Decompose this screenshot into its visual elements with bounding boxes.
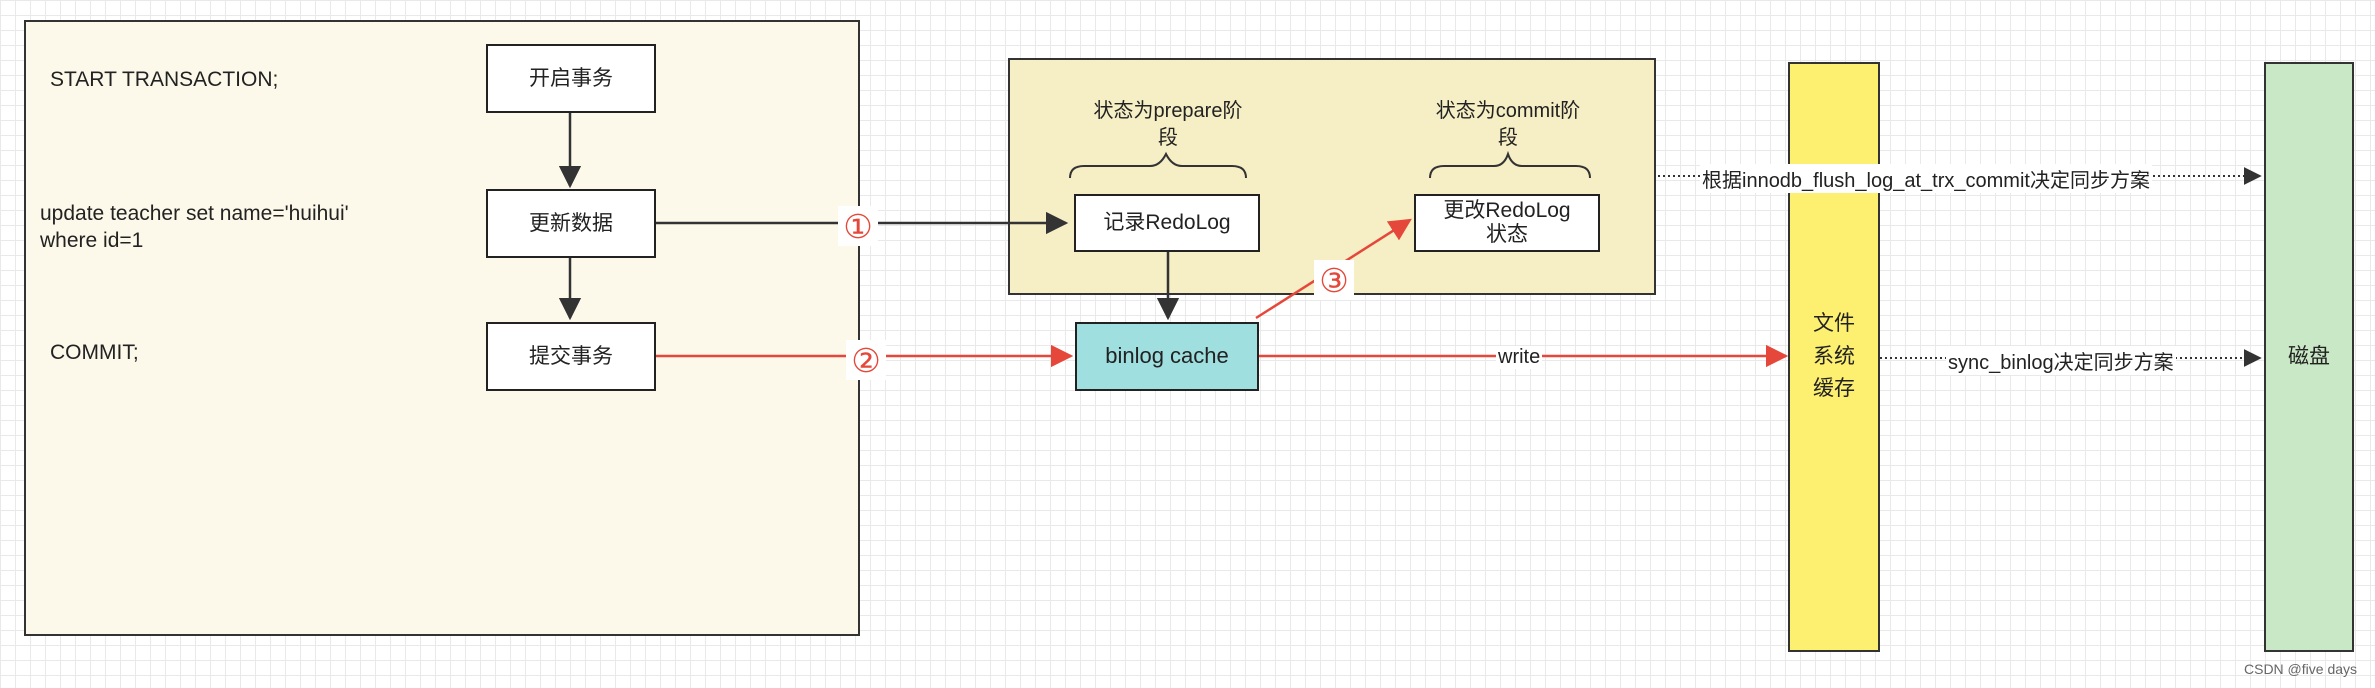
step-2-marker: ②	[846, 340, 886, 380]
commit-state-label: 状态为commit阶 段	[1400, 98, 1616, 152]
commit-brace	[1429, 150, 1591, 179]
disk-node: 磁盘	[2264, 62, 2354, 652]
binlog-cache-node: binlog cache	[1075, 322, 1259, 391]
step-1-marker: ①	[838, 206, 878, 246]
watermark: CSDN @five days	[2244, 661, 2358, 677]
update-data-node: 更新数据	[486, 189, 656, 258]
record-redolog-node: 记录RedoLog	[1074, 194, 1260, 252]
change-redolog-state-node: 更改RedoLog 状态	[1414, 194, 1600, 252]
prepare-state-line2: 段	[1158, 127, 1178, 149]
sql-group-container	[24, 20, 860, 636]
sql-update-statement: update teacher set name='huihui' where i…	[40, 200, 430, 255]
prepare-brace	[1069, 151, 1247, 179]
sql-commit: COMMIT;	[50, 341, 139, 364]
step-3-marker: ③	[1314, 260, 1354, 300]
file-cache-line2: 系统	[1813, 344, 1855, 368]
prepare-state-line1: 状态为prepare阶	[1093, 100, 1243, 122]
sql-update-line1: update teacher set name='huihui'	[40, 202, 349, 225]
write-label: write	[1496, 346, 1543, 369]
commit-state-line1: 状态为commit阶	[1435, 100, 1581, 122]
change-redolog-line2: 状态	[1486, 223, 1528, 246]
file-cache-line1: 文件	[1813, 312, 1855, 336]
begin-transaction-node: 开启事务	[486, 44, 656, 113]
change-redolog-line1: 更改RedoLog	[1443, 198, 1571, 222]
prepare-state-label: 状态为prepare阶 段	[1060, 98, 1276, 152]
sql-update-line2: where id=1	[40, 229, 144, 253]
redo-sync-strategy-label: 根据innodb_flush_log_at_trx_commit决定同步方案	[1700, 164, 2152, 193]
sql-start-transaction: START TRANSACTION;	[50, 68, 279, 91]
commit-state-line2: 段	[1498, 127, 1518, 149]
file-system-cache-node: 文件 系统 缓存	[1788, 62, 1880, 652]
commit-transaction-node: 提交事务	[486, 322, 656, 391]
binlog-sync-strategy-label: sync_binlog决定同步方案	[1946, 346, 2176, 375]
redolog-group-container	[1008, 58, 1656, 295]
file-cache-line3: 缓存	[1813, 377, 1855, 401]
